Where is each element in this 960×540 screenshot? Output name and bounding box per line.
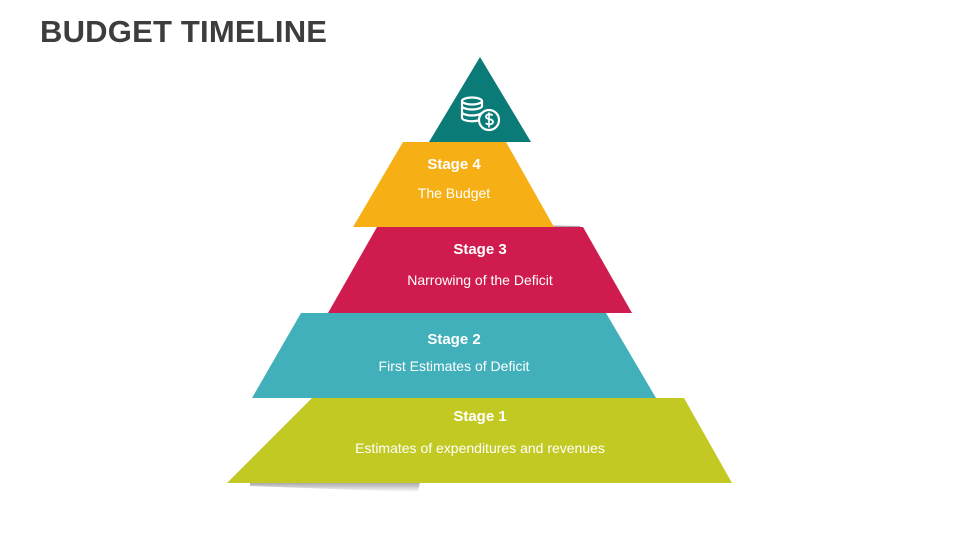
stage-4-shape xyxy=(353,142,554,227)
stage-3-title: Stage 3 xyxy=(453,241,506,258)
stage-1-tier: Stage 1 Estimates of expenditures and re… xyxy=(227,398,732,483)
stage-1-title: Stage 1 xyxy=(453,408,506,425)
stage-3-description: Narrowing of the Deficit xyxy=(407,272,553,288)
coins-dollar-icon xyxy=(460,96,501,132)
stage-1-shape xyxy=(227,398,732,483)
stage-2-title: Stage 2 xyxy=(427,331,480,348)
apex-tier xyxy=(429,57,531,142)
slide-title: BUDGET TIMELINE xyxy=(40,14,328,49)
stage-3-tier: Stage 3 Narrowing of the Deficit xyxy=(328,227,632,313)
stage-2-tier: Stage 2 First Estimates of Deficit xyxy=(252,313,656,398)
stage-3-shape xyxy=(328,227,632,313)
stage-2-description: First Estimates of Deficit xyxy=(379,358,530,374)
stage-2-shape xyxy=(252,313,656,398)
stage-1-description: Estimates of expenditures and revenues xyxy=(355,440,605,456)
stage-4-title: Stage 4 xyxy=(427,156,481,173)
stage-4-tier: Stage 4 The Budget xyxy=(353,142,554,227)
stage-4-description: The Budget xyxy=(418,185,490,201)
